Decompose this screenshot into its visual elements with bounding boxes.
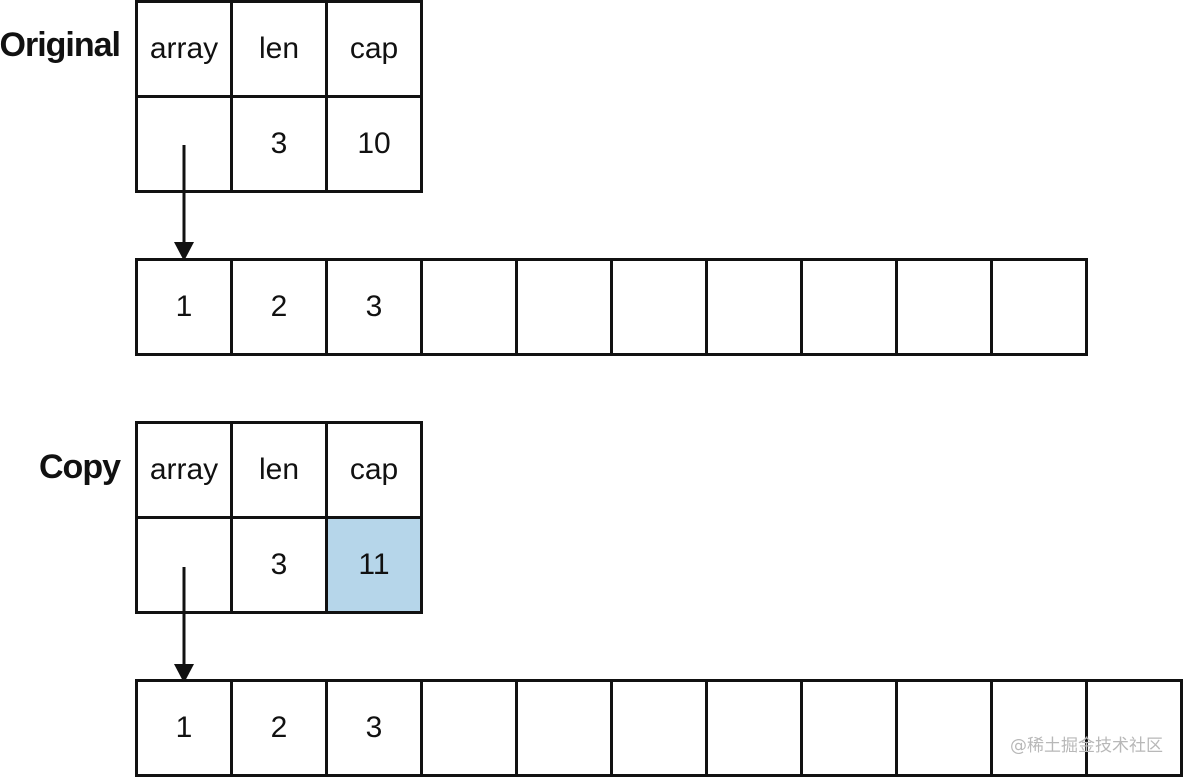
copy-array-cell: 3 xyxy=(325,679,423,777)
copy-header-len: len xyxy=(230,421,328,519)
original-array-cell xyxy=(895,258,993,356)
original-value-cap: 10 xyxy=(325,95,423,193)
original-array-cell xyxy=(800,258,898,356)
copy-header-array: array xyxy=(135,421,233,519)
original-pointer-arrow xyxy=(174,145,194,261)
original-header-cap: cap xyxy=(325,0,423,98)
copy-array-cell xyxy=(515,679,613,777)
original-array-cell: 2 xyxy=(230,258,328,356)
original-array-cell xyxy=(705,258,803,356)
original-label: Original xyxy=(0,26,121,64)
copy-array-cell xyxy=(1085,679,1183,777)
original-array-cell: 3 xyxy=(325,258,423,356)
original-array-cell xyxy=(610,258,708,356)
copy-value-cap: 11 xyxy=(325,516,423,614)
copy-value-len: 3 xyxy=(230,516,328,614)
copy-array-cell xyxy=(895,679,993,777)
original-array-cell xyxy=(420,258,518,356)
copy-array-cell xyxy=(705,679,803,777)
copy-array-cell xyxy=(420,679,518,777)
copy-array-cell xyxy=(990,679,1088,777)
original-array-cell xyxy=(990,258,1088,356)
original-header-array: array xyxy=(135,0,233,98)
copy-header-cap: cap xyxy=(325,421,423,519)
copy-array-cell: 1 xyxy=(135,679,233,777)
copy-pointer-arrow xyxy=(174,567,194,683)
copy-array-cell xyxy=(610,679,708,777)
original-array-cell: 1 xyxy=(135,258,233,356)
copy-array-cell xyxy=(800,679,898,777)
watermark: @稀土掘金技术社区 xyxy=(1010,736,1163,756)
copy-array-cell: 2 xyxy=(230,679,328,777)
original-header-len: len xyxy=(230,0,328,98)
original-array-cell xyxy=(515,258,613,356)
copy-label: Copy xyxy=(39,448,121,486)
original-value-len: 3 xyxy=(230,95,328,193)
